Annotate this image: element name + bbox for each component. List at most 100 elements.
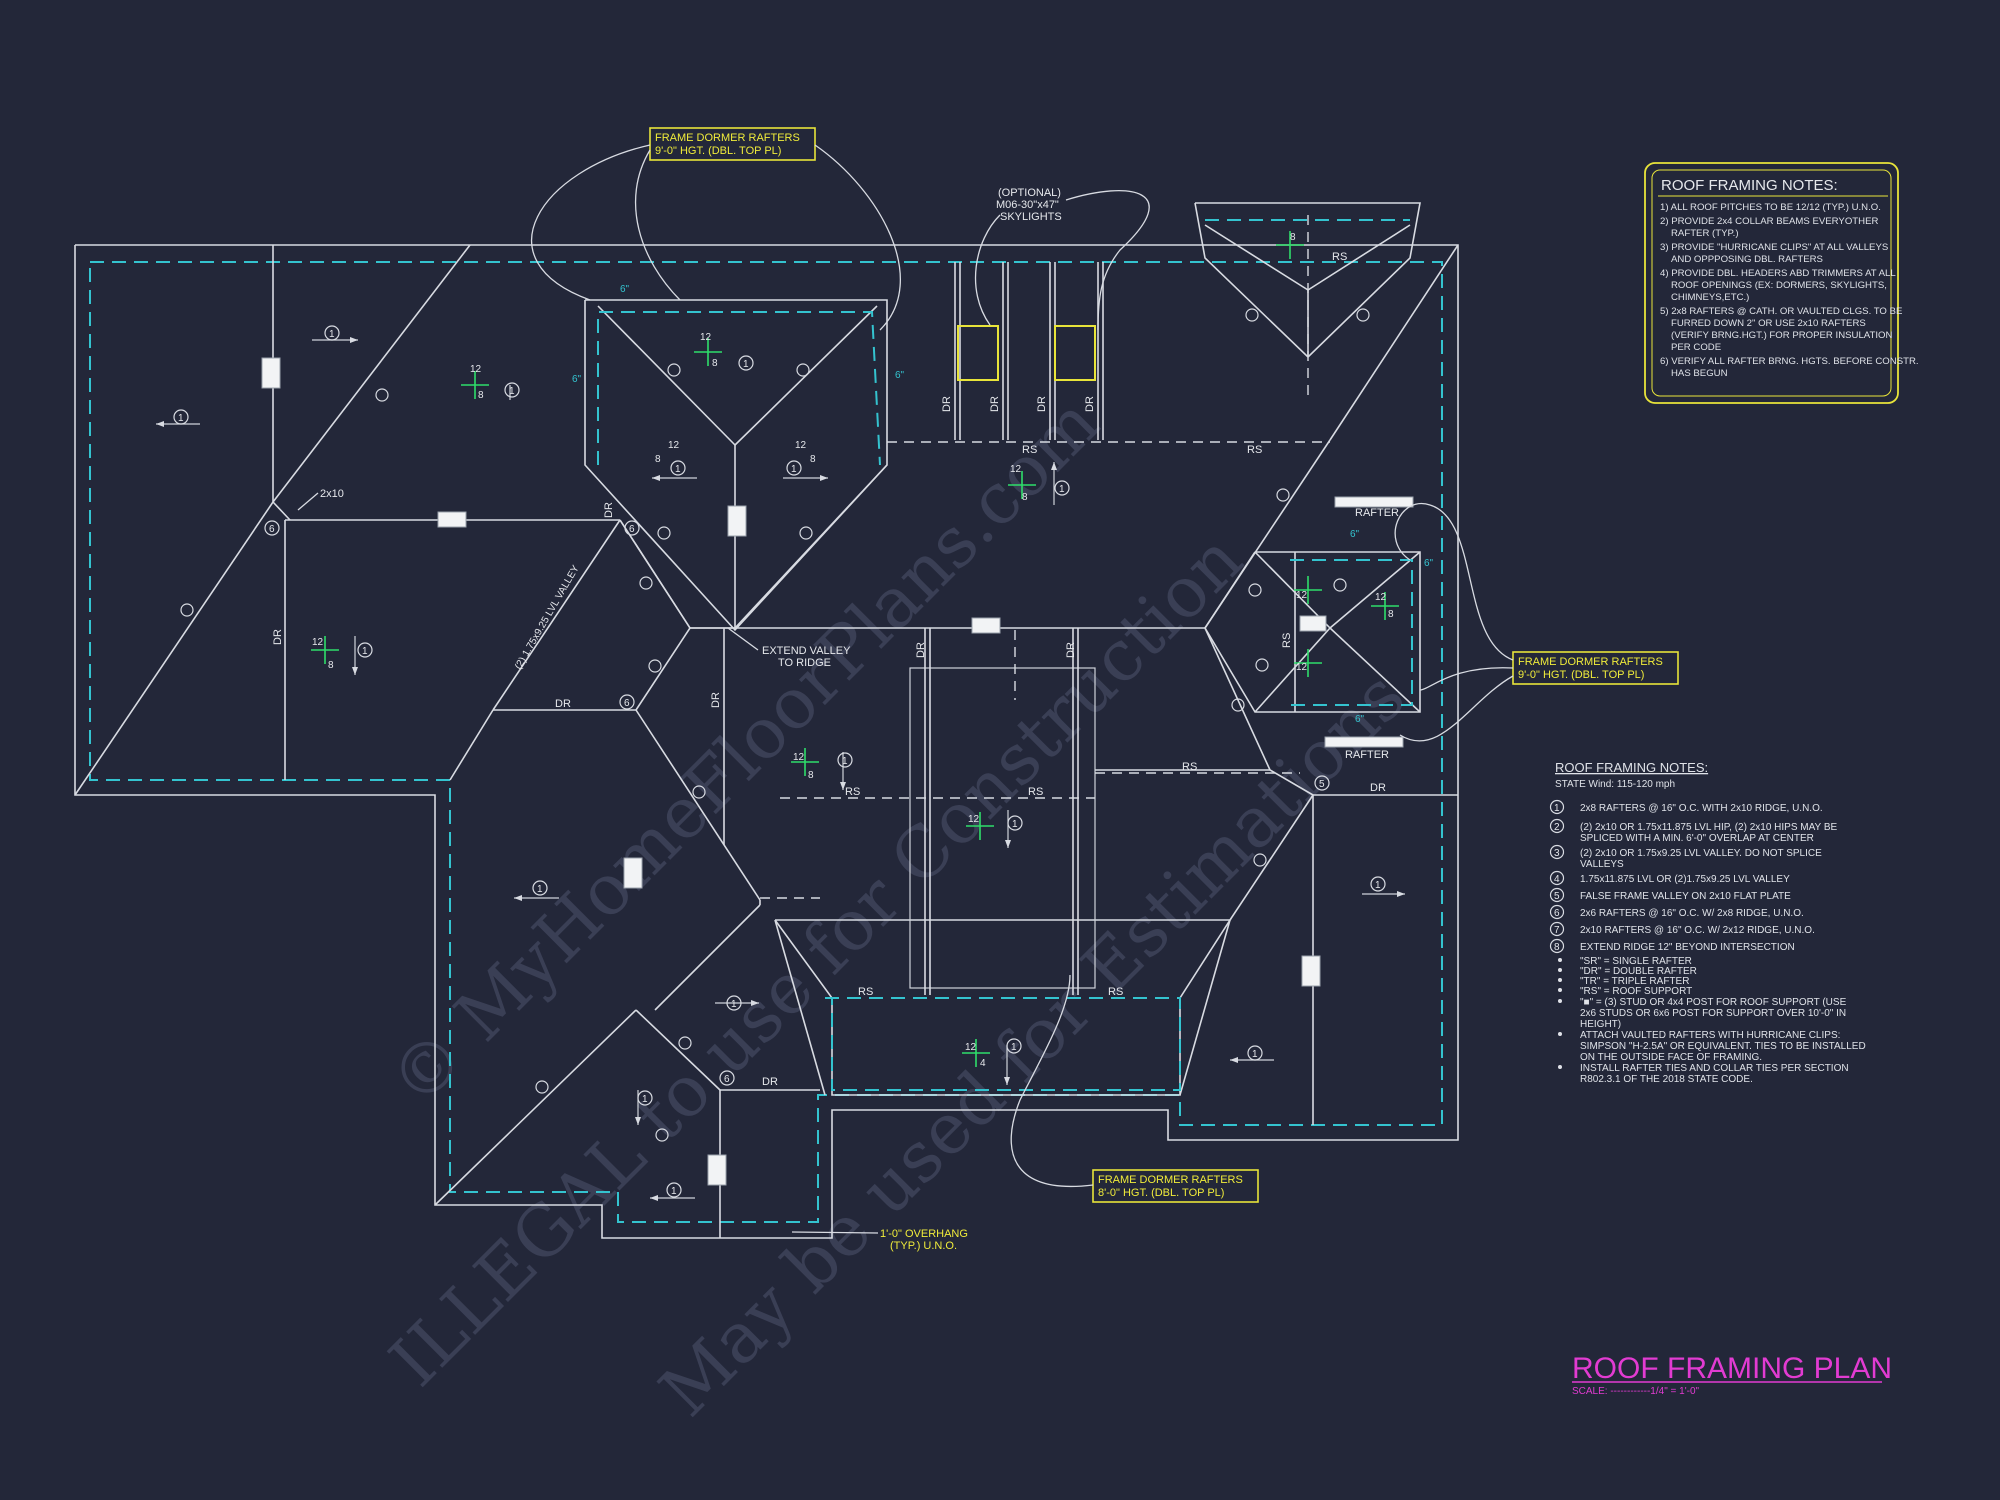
legend-bullet: ATTACH VAULTED RAFTERS WITH HURRICANE CL… xyxy=(1580,1030,1840,1041)
legend-bullet: 2x6 STUDS OR 6x6 POST FOR SUPPORT OVER 1… xyxy=(1580,1008,1846,1019)
tag-6: 6 xyxy=(629,524,635,535)
pitch-4: 4 xyxy=(980,1058,986,1069)
dim-6in: 6" xyxy=(895,370,905,381)
legend-num: 3 xyxy=(1554,848,1560,859)
tag-1: 1 xyxy=(1059,484,1065,495)
rafter-arrows xyxy=(156,337,1405,1201)
tag-1: 1 xyxy=(842,756,848,767)
tag-6: 6 xyxy=(269,524,275,535)
tag-1: 1 xyxy=(509,386,515,397)
legend: ROOF FRAMING NOTES: STATE Wind: 115-120 … xyxy=(1549,760,1866,1085)
tag-rs: RS xyxy=(845,786,860,798)
legend-item: VALLEYS xyxy=(1580,859,1624,870)
tag-rs: RS xyxy=(1332,251,1347,263)
legend-bullet: "RS" = ROOF SUPPORT xyxy=(1580,986,1692,997)
tag-1: 1 xyxy=(791,464,797,475)
callout-dormer-top-line1: FRAME DORMER RAFTERS xyxy=(655,132,800,144)
pitch-12: 12 xyxy=(1375,592,1387,603)
pitch-12: 12 xyxy=(793,752,805,763)
callout-dormer-right: FRAME DORMER RAFTERS 9'-0" HGT. (DBL. TO… xyxy=(1394,502,1679,742)
dim-6in: 6" xyxy=(1355,714,1365,725)
note-line: 5) 2x8 RAFTERS @ CATH. OR VAULTED CLGS. … xyxy=(1660,306,1902,317)
numbered-tags: 1 1 1 1 1 1 1 1 1 1 1 1 1 1 1 1 1 6 6 6 … xyxy=(173,325,1386,1198)
tag-1: 1 xyxy=(743,359,749,370)
pitch-12: 12 xyxy=(968,814,980,825)
tag-dr: DR xyxy=(989,396,1001,412)
pitch-12: 12 xyxy=(668,440,680,451)
legend-num: 6 xyxy=(1554,908,1560,919)
note-line: 4) PROVIDE DBL. HEADERS ABD TRIMMERS AT … xyxy=(1660,268,1896,279)
dim-6in: 6" xyxy=(572,374,582,385)
legend-title: ROOF FRAMING NOTES: xyxy=(1555,760,1708,775)
note-line: 6) VERIFY ALL RAFTER BRNG. HGTS. BEFORE … xyxy=(1660,356,1919,367)
note-line: 2) PROVIDE 2x4 COLLAR BEAMS EVERYOTHER xyxy=(1660,216,1878,227)
legend-num: 2 xyxy=(1554,822,1560,833)
skylight-note-3: SKYLIGHTS xyxy=(1000,211,1062,223)
legend-bullet: "TR" = TRIPLE RAFTER xyxy=(1580,976,1689,987)
pitch-12: 12 xyxy=(1010,464,1022,475)
tag-rs: RS xyxy=(858,986,873,998)
callout-dormer-right-line1: FRAME DORMER RAFTERS xyxy=(1518,656,1663,668)
callout-dormer-bottom-line2: 8'-0" HGT. (DBL. TOP PL) xyxy=(1098,1187,1224,1199)
pitch-12: 12 xyxy=(1296,590,1308,601)
note-line: 3) PROVIDE "HURRICANE CLIPS" AT ALL VALL… xyxy=(1660,242,1888,253)
legend-item: 2x6 RAFTERS @ 16" O.C. W/ 2x8 RIDGE, U.N… xyxy=(1580,908,1804,919)
tag-dr: DR xyxy=(555,698,571,710)
pitch-12: 12 xyxy=(470,364,482,375)
legend-bullet: R802.3.1 OF THE 2018 STATE CODE. xyxy=(1580,1074,1753,1085)
tag-rafter: RAFTER xyxy=(1355,507,1399,519)
note-line: ROOF OPENINGS (EX: DORMERS, SKYLIGHTS, xyxy=(1671,280,1887,291)
tag-dr: DR xyxy=(1084,396,1096,412)
label-extend-valley-2: TO RIDGE xyxy=(778,657,831,669)
overhang-note-1: 1'-0" OVERHANG xyxy=(880,1228,968,1240)
legend-bullet: "DR" = DOUBLE RAFTER xyxy=(1580,966,1697,977)
callout-dormer-top: FRAME DORMER RAFTERS 9'-0" HGT. (DBL. TO… xyxy=(530,127,901,331)
skylight-1 xyxy=(957,325,999,381)
tag-1: 1 xyxy=(1252,1049,1258,1060)
legend-item: FALSE FRAME VALLEY ON 2x10 FLAT PLATE xyxy=(1580,891,1791,902)
tag-dr: DR xyxy=(710,692,722,708)
legend-bullet: "■" = (3) STUD OR 4x4 POST FOR ROOF SUPP… xyxy=(1580,997,1847,1008)
tag-rs: RS xyxy=(1281,633,1293,648)
pitch-8: 8 xyxy=(478,390,484,401)
posts xyxy=(261,357,1414,1186)
notes-title: ROOF FRAMING NOTES: xyxy=(1661,177,1838,194)
dim-6in: 6" xyxy=(1350,529,1360,540)
dim-6in: 6" xyxy=(1424,558,1434,569)
roof-notes-box: ROOF FRAMING NOTES: 1) ALL ROOF PITCHES … xyxy=(1644,162,1919,404)
pitch-12: 12 xyxy=(965,1042,977,1053)
pitch-8: 8 xyxy=(1290,232,1296,243)
note-line: AND OPPPOSING DBL. RAFTERS xyxy=(1671,254,1823,265)
legend-item: (2) 2x10 OR 1.75x11.875 LVL HIP, (2) 2x1… xyxy=(1580,822,1837,833)
roof-outline xyxy=(74,244,1459,1239)
note-line: HAS BEGUN xyxy=(1671,368,1728,379)
pitch-8: 8 xyxy=(655,454,661,465)
legend-item: EXTEND RIDGE 12" BEYOND INTERSECTION xyxy=(1580,942,1795,953)
tag-dr: DR xyxy=(272,629,284,645)
tag-1: 1 xyxy=(1375,880,1381,891)
tag-dr: DR xyxy=(1036,396,1048,412)
label-extend-valley-1: EXTEND VALLEY xyxy=(762,645,851,657)
pitch-numbers: 12 8 12 8 12 8 12 8 12 8 12 8 12 8 12 12… xyxy=(312,232,1394,1069)
tag-1: 1 xyxy=(731,999,737,1010)
legend-item: SPLICED WITH A MIN. 6'-0" OVERLAP AT CEN… xyxy=(1580,833,1814,844)
tag-1: 1 xyxy=(329,329,335,340)
callout-dormer-bottom: FRAME DORMER RAFTERS 8'-0" HGT. (DBL. TO… xyxy=(1010,974,1259,1203)
callout-dormer-right-line2: 9'-0" HGT. (DBL. TOP PL) xyxy=(1518,669,1644,681)
tag-rs: RS xyxy=(1247,444,1262,456)
tag-1: 1 xyxy=(671,1186,677,1197)
tag-1: 1 xyxy=(362,646,368,657)
dim-6in: 6" xyxy=(620,284,630,295)
legend-bullet: HEIGHT) xyxy=(1580,1019,1621,1030)
skylight-2 xyxy=(1054,325,1096,381)
note-line: RAFTER (TYP.) xyxy=(1671,228,1739,239)
pitch-symbols xyxy=(311,231,1399,1067)
tag-rs: RS xyxy=(1022,444,1037,456)
legend-subtitle: STATE Wind: 115-120 mph xyxy=(1555,779,1675,790)
pitch-12: 12 xyxy=(312,637,324,648)
tag-dr: DR xyxy=(1065,642,1077,658)
legend-num: 4 xyxy=(1554,874,1560,885)
overhang-dims: 6" 6" 6" 6" 6" 6" xyxy=(572,284,1434,725)
pitch-12: 12 xyxy=(1296,662,1308,673)
